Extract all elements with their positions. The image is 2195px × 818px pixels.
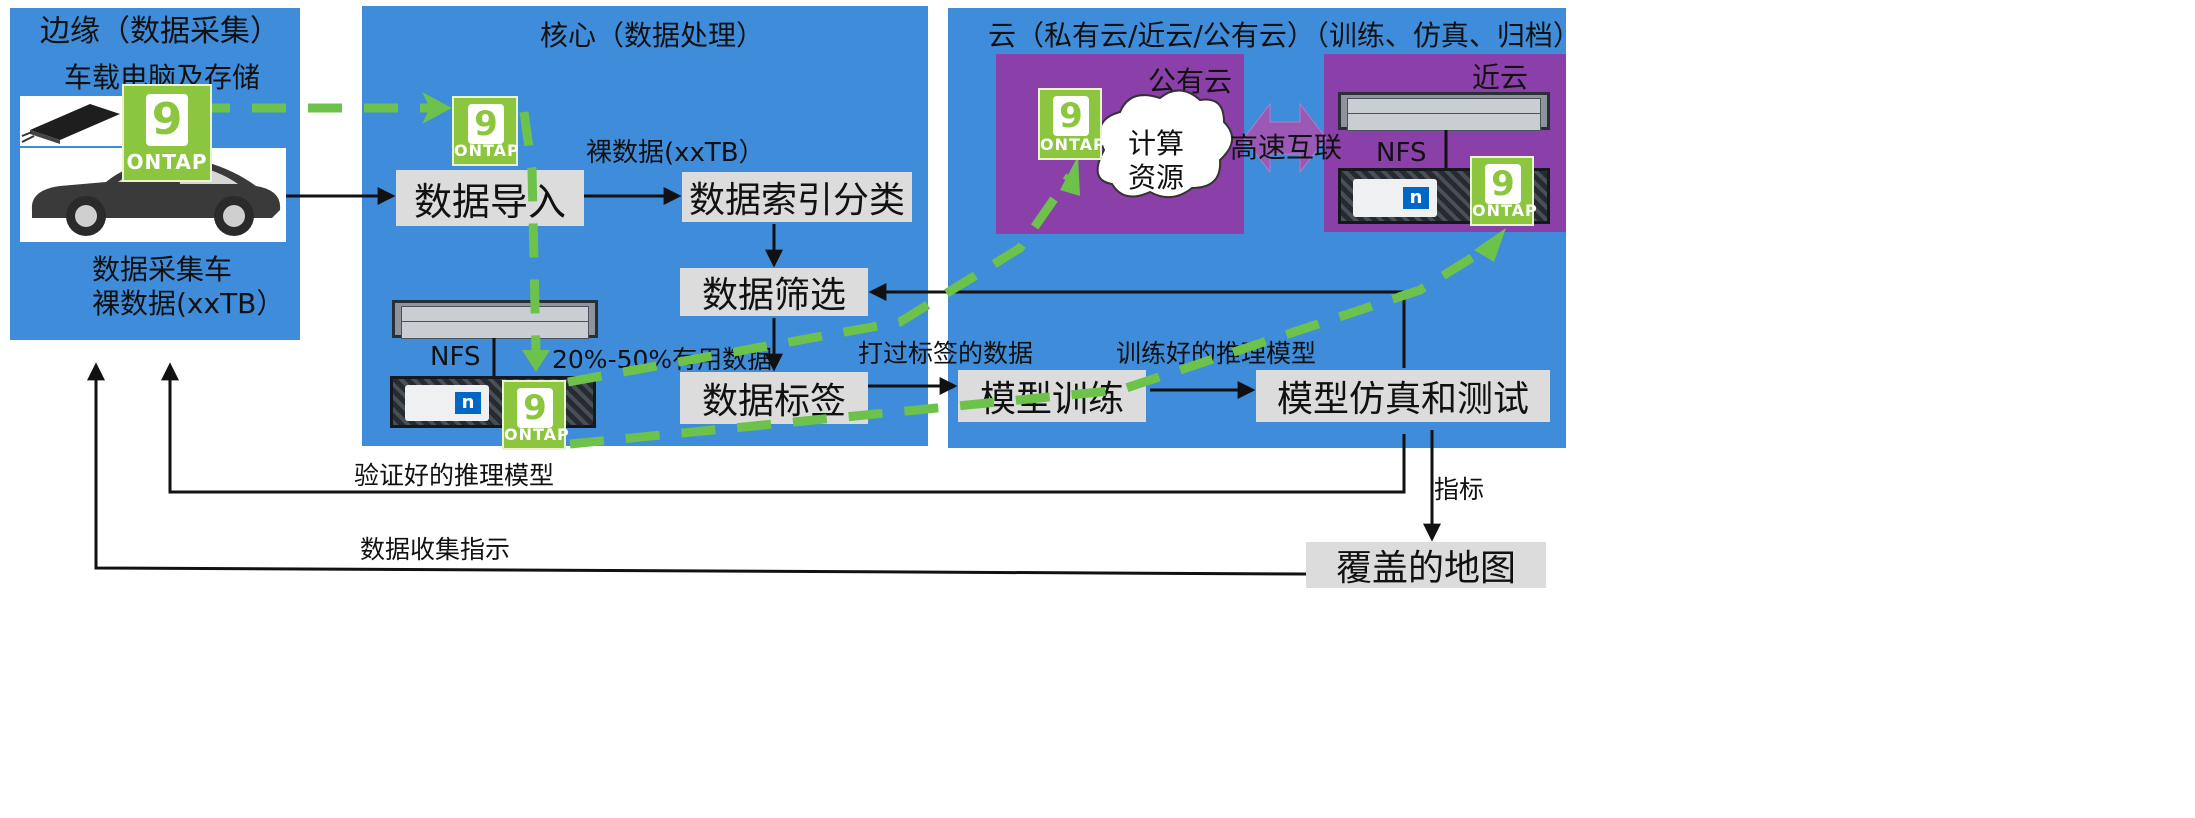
metrics-label: 指标 <box>1434 475 1485 504</box>
core-nfs-rack <box>392 300 598 339</box>
ontap-badge-public-cloud: 9 ONTAP <box>1038 88 1105 160</box>
verified-model-label: 验证好的推理模型 <box>354 461 555 490</box>
vehicle-raw-data-label: 裸数据(xxTB） <box>92 287 285 320</box>
labeled-data-label: 打过标签的数据 <box>858 339 1034 368</box>
core-nfs-label: NFS <box>430 342 481 372</box>
compute-resource-label-2: 资源 <box>1128 161 1185 194</box>
data-import-box: 数据导入 <box>396 170 584 226</box>
collect-instruction-label: 数据收集指示 <box>360 535 511 564</box>
core-title: 核心（数据处理） <box>540 19 765 52</box>
coverage-map-box: 覆盖的地图 <box>1306 542 1546 589</box>
cloud-nfs-rack <box>1338 92 1550 131</box>
vehicle-label: 数据采集车 <box>92 253 233 286</box>
interconnect-label: 高速互联 <box>1230 131 1343 164</box>
ontap-badge-near-cloud: 9 ONTAP <box>1470 156 1537 226</box>
data-filter-box: 数据筛选 <box>680 268 868 316</box>
ontap-badge-core-storage: 9 ONTAP <box>502 380 569 450</box>
trained-model-label: 训练好的推理模型 <box>1116 339 1317 368</box>
data-index-box: 数据索引分类 <box>682 172 912 222</box>
model-simulate-box: 模型仿真和测试 <box>1256 370 1550 422</box>
cloud-title: 云（私有云/近云/公有云）（训练、仿真、归档） <box>988 19 1581 52</box>
useful-data-label: 20%-50%有用数据 <box>552 345 773 374</box>
compute-resource-label-1: 计算 <box>1128 127 1185 160</box>
model-train-box: 模型训练 <box>958 370 1146 422</box>
data-label-box: 数据标签 <box>680 372 868 424</box>
public-cloud-label: 公有云 <box>1148 65 1233 98</box>
cloud-nfs-label: NFS <box>1376 138 1427 168</box>
near-cloud-label: 近云 <box>1472 61 1529 94</box>
edge-title: 边缘（数据采集） <box>40 14 280 49</box>
onboard-computer-image <box>20 96 126 146</box>
onboard-computer-icon <box>21 104 120 144</box>
ontap-badge-core-top: 9 ONTAP <box>452 96 519 166</box>
raw-data-label: 裸数据(xxTB） <box>586 138 765 168</box>
